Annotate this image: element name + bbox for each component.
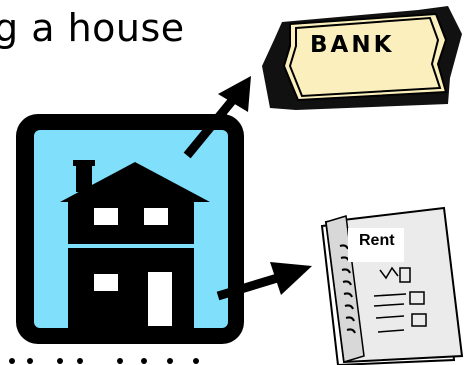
bottom-cutoff-text [9, 358, 199, 364]
bank-label: BANK [310, 32, 395, 58]
arrow-icon [216, 262, 312, 301]
rent-document-icon [320, 206, 464, 365]
bank-ticket-icon [262, 6, 462, 110]
house-icon [16, 114, 244, 344]
rent-label: Rent [359, 232, 395, 249]
arrow-icon [183, 76, 251, 159]
page-title: g a house [0, 6, 185, 50]
